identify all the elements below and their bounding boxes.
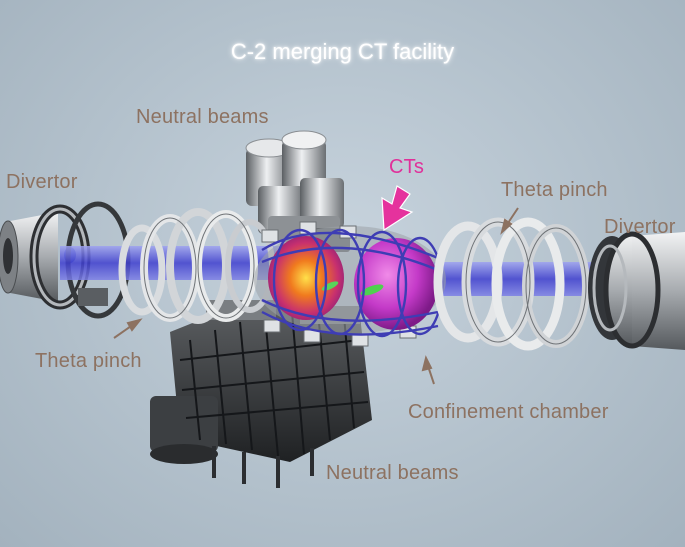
label-cts: CTs (389, 156, 425, 178)
label-neutral-beams-top: Neutral beams (136, 106, 269, 128)
label-divertor-left: Divertor (6, 171, 78, 193)
cts-arrow (381, 185, 414, 232)
theta-pinch-coils-left (118, 208, 275, 324)
label-theta-pinch-left: Theta pinch (35, 350, 142, 372)
label-divertor-right: Divertor (604, 216, 676, 238)
label-theta-pinch-right: Theta pinch (501, 179, 608, 201)
divertor-right (588, 231, 685, 350)
pointer-confinement-chamber (421, 355, 435, 385)
pointer-theta-pinch-left (113, 318, 143, 339)
confinement-chamber (254, 221, 446, 347)
label-confinement-chamber: Confinement chamber (408, 401, 609, 423)
diagram-title: C-2 merging CT facility (230, 39, 455, 64)
label-neutral-beams-bottom: Neutral beams (326, 462, 459, 484)
theta-pinch-coils-right (433, 217, 590, 351)
pointer-theta-pinch-right (500, 207, 519, 235)
